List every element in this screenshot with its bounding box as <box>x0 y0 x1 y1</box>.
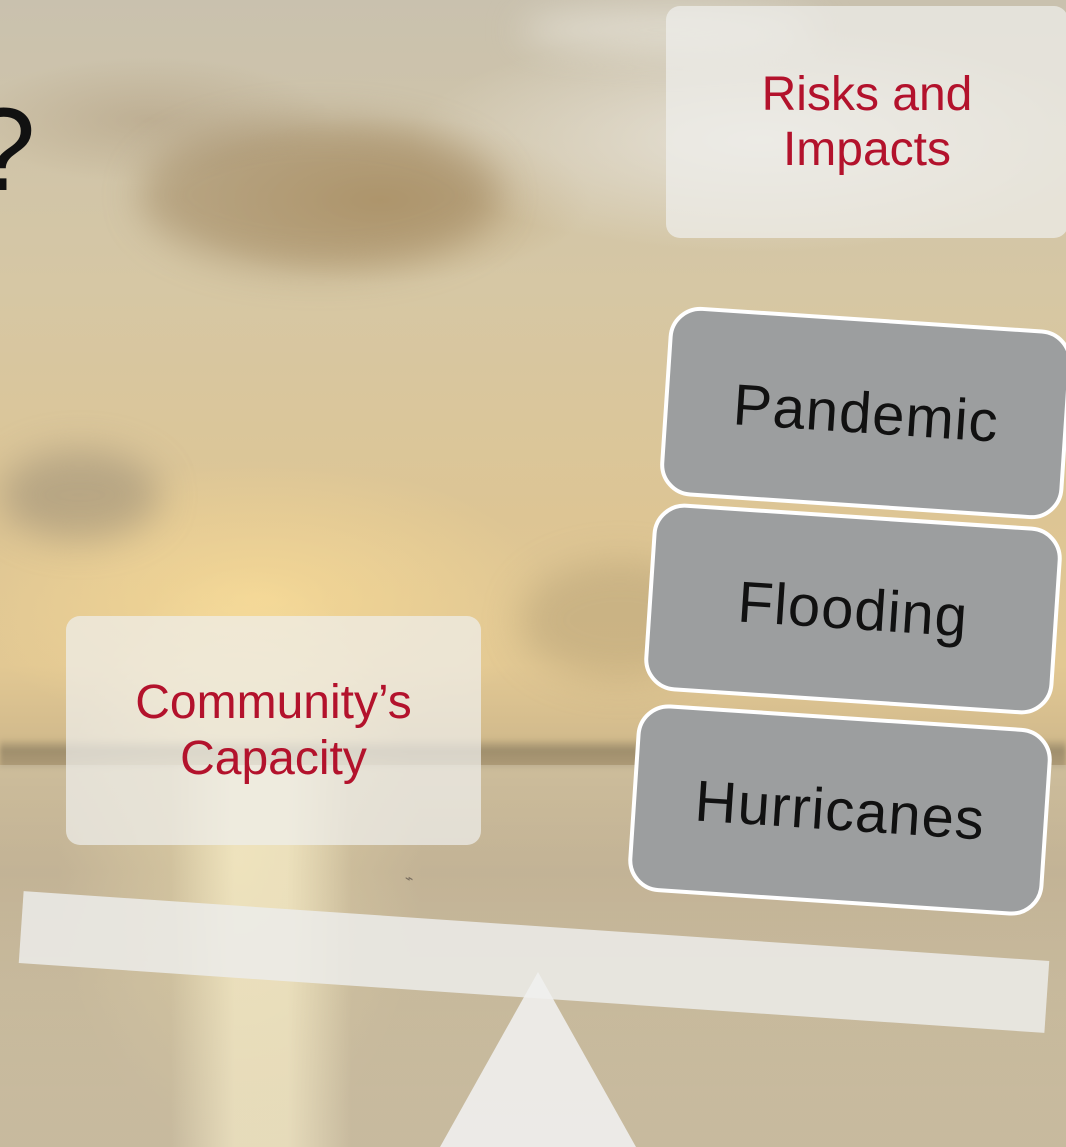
hazard-block-hurricanes: Hurricanes <box>626 702 1054 918</box>
seesaw-fulcrum <box>440 972 636 1147</box>
risks-and-impacts-box: Risks and Impacts <box>666 6 1066 238</box>
cloud-shape <box>0 450 160 540</box>
hazard-label: Hurricanes <box>692 767 988 853</box>
hazard-block-pandemic: Pandemic <box>658 304 1066 522</box>
cloud-shape <box>140 120 500 270</box>
hazard-label: Flooding <box>735 568 971 650</box>
fulcrum-triangle <box>440 972 636 1147</box>
community-capacity-label: Community’s Capacity <box>135 676 412 785</box>
hazard-block-flooding: Flooding <box>642 501 1064 717</box>
headline-fragment: ? <box>0 85 60 225</box>
community-capacity-box: Community’s Capacity <box>66 616 481 845</box>
hazard-label: Pandemic <box>731 371 1001 455</box>
bird-icon: ⌁ <box>405 871 414 887</box>
risks-and-impacts-label: Risks and Impacts <box>761 67 973 176</box>
